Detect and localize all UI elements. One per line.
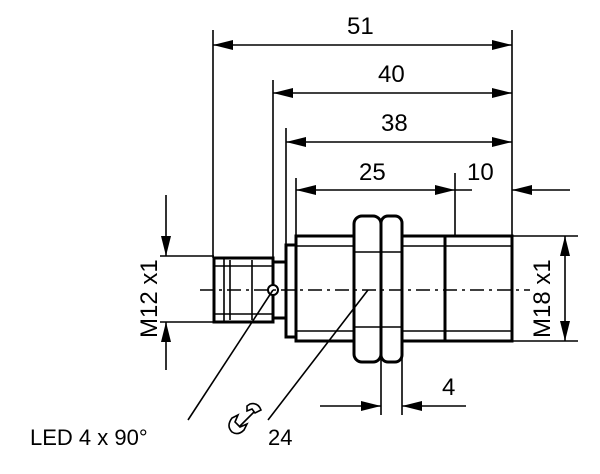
nut-left (352, 214, 383, 364)
dimension-m12: M12 x1 (136, 195, 214, 370)
dimension-4-label: 4 (442, 374, 455, 401)
dimension-40-label: 40 (378, 61, 405, 88)
dimension-10-label: 10 (467, 159, 494, 186)
dimension-38: 38 (286, 110, 512, 147)
dimension-40: 40 (273, 61, 512, 98)
sensor-body (200, 214, 530, 364)
dimension-51-label: 51 (347, 13, 374, 40)
m18-thread-label: M18 x1 (529, 259, 556, 338)
leader-lines (187, 289, 369, 421)
wrench-icon (228, 402, 263, 435)
dimension-25: 25 (296, 159, 455, 195)
housing-thread (294, 234, 514, 343)
dimension-51: 51 (213, 13, 512, 50)
wrench-size-label: 24 (268, 425, 292, 450)
led-label: LED 4 x 90° (30, 425, 148, 450)
dimension-10: 10 (455, 159, 570, 195)
dimension-25-label: 25 (359, 159, 386, 186)
dimension-m18: M18 x1 (513, 235, 578, 342)
dimension-38-label: 38 (381, 110, 408, 137)
dimension-4: 4 (320, 374, 466, 411)
nut-right (379, 214, 404, 364)
m12-thread-label: M12 x1 (136, 259, 163, 338)
